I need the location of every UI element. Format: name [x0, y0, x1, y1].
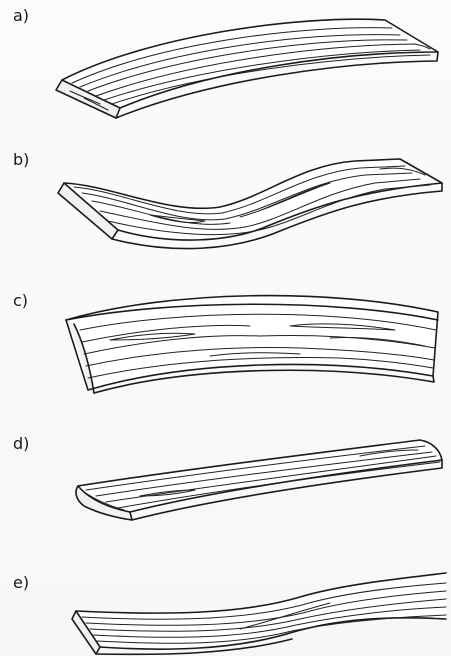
board-e-panel	[0, 555, 451, 656]
board-d-drawing	[0, 420, 451, 535]
board-c-drawing	[0, 260, 451, 400]
board-c-panel	[0, 260, 451, 400]
board-e-drawing	[0, 555, 451, 656]
board-b-drawing	[0, 125, 451, 255]
board-d-panel	[0, 420, 451, 535]
board-b-panel	[0, 125, 451, 255]
board-a-drawing	[0, 0, 451, 125]
board-a-panel	[0, 0, 451, 125]
